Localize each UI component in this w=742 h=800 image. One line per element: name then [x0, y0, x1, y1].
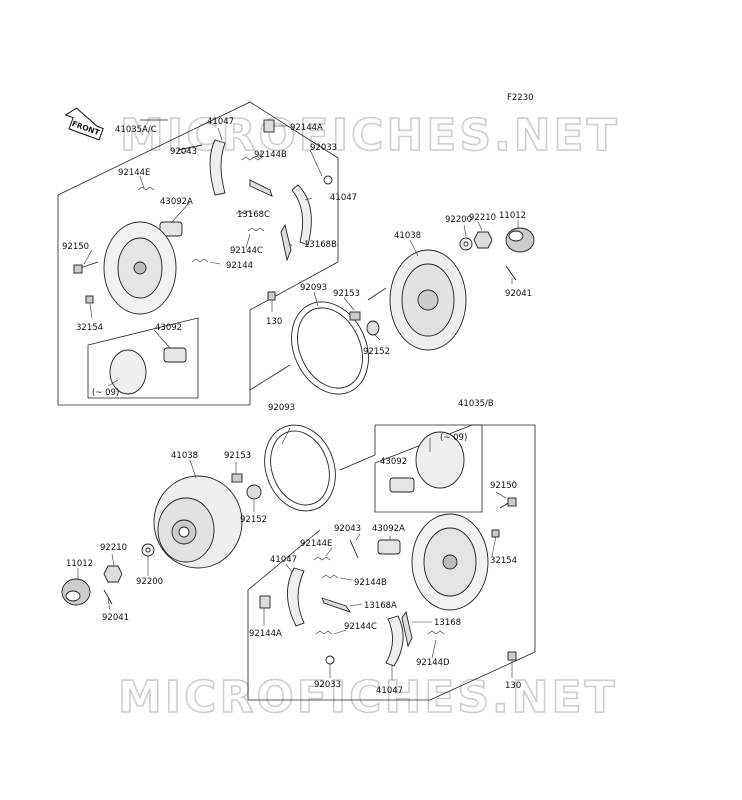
label-92043-top: 92043 — [170, 147, 197, 157]
figure-code: F2230 — [507, 93, 534, 103]
label-130-top: 130 — [266, 317, 282, 327]
label-92093-mid: 92093 — [300, 283, 327, 293]
label-92033-top: 92033 — [310, 143, 337, 153]
label-13168b-top: 13168B — [304, 240, 337, 250]
label-41047-bottom-a: 41047 — [270, 555, 297, 565]
mid-drum-assembly: 41038 92210 11012 92200 92041 92093 9215… — [249, 211, 535, 395]
watermark-top: MICROFICHES.NET — [120, 110, 620, 161]
label-41038-mid: 41038 — [394, 231, 421, 241]
label-92144e-bottom: 92144E — [300, 539, 332, 549]
label-92200-bottom: 92200 — [136, 577, 163, 587]
label-92150-top: 92150 — [62, 242, 89, 252]
label-92033-bottom: 92033 — [314, 680, 341, 690]
label-13168a-bottom: 13168A — [364, 601, 397, 611]
label-41035a-c: 41035A/C — [115, 125, 157, 135]
label-92144a-top: 92144A — [290, 123, 323, 133]
label-92041-mid: 92041 — [505, 289, 532, 299]
label-43092-bottom: 43092 — [380, 457, 407, 467]
label-92093-bottom: 92093 — [268, 403, 295, 413]
label-92150-bottom: 92150 — [490, 481, 517, 491]
top-assembly: 41035A/C 41047 92144A 92043 92144B 92033… — [57, 101, 357, 406]
label-92153-bottom: 92153 — [224, 451, 251, 461]
watermark-bottom: MICROFICHES.NET — [118, 672, 618, 723]
label-92210-mid: 92210 — [469, 213, 496, 223]
label-32154-bottom: 32154 — [490, 556, 517, 566]
label-130-bottom: 130 — [505, 681, 521, 691]
label-41035b-bottom: 41035/B — [458, 399, 494, 409]
label-92144-top: 92144 — [226, 261, 253, 271]
label-92144c-top: 92144C — [230, 246, 263, 256]
label-92152-bottom: 92152 — [240, 515, 267, 525]
label-92200-mid: 92200 — [445, 215, 472, 225]
label-92041-bottom: 92041 — [102, 613, 129, 623]
label-43092-top: 43092 — [155, 323, 182, 333]
label-43092a-top: 43092A — [160, 197, 193, 207]
label-41038-bottom: 41038 — [171, 451, 198, 461]
label-41047-top-a: 41047 — [207, 117, 234, 127]
bottom-assembly: 92093 41035/B 41038 92153 (~ 09) 43092 9… — [61, 399, 536, 701]
label-92210-bottom: 92210 — [100, 543, 127, 553]
label-92144c-bottom: 92144C — [344, 622, 377, 632]
front-arrow-icon: FRONT — [64, 107, 104, 141]
label-92144b-bottom: 92144B — [354, 578, 387, 588]
label-92144a-bottom: 92144A — [249, 629, 282, 639]
label-09-bottom: (~ 09) — [440, 433, 467, 443]
label-43092a-bottom: 43092A — [372, 524, 405, 534]
label-41047-top-b: 41047 — [330, 193, 357, 203]
label-92144d-bottom: 92144D — [416, 658, 450, 668]
label-92043-bottom: 92043 — [334, 524, 361, 534]
label-13168-bottom: 13168 — [434, 618, 461, 628]
label-11012-mid: 11012 — [499, 211, 526, 221]
label-92153-mid: 92153 — [333, 289, 360, 299]
label-92144b-top: 92144B — [254, 150, 287, 160]
label-13168c-top: 13168C — [237, 210, 270, 220]
label-92152-mid: 92152 — [363, 347, 390, 357]
label-11012-bottom: 11012 — [66, 559, 93, 569]
label-41047-bottom-b: 41047 — [376, 686, 403, 696]
label-92144e-top: 92144E — [118, 168, 150, 178]
label-09-top: (~ 09) — [92, 388, 119, 398]
label-32154-top: 32154 — [76, 323, 103, 333]
